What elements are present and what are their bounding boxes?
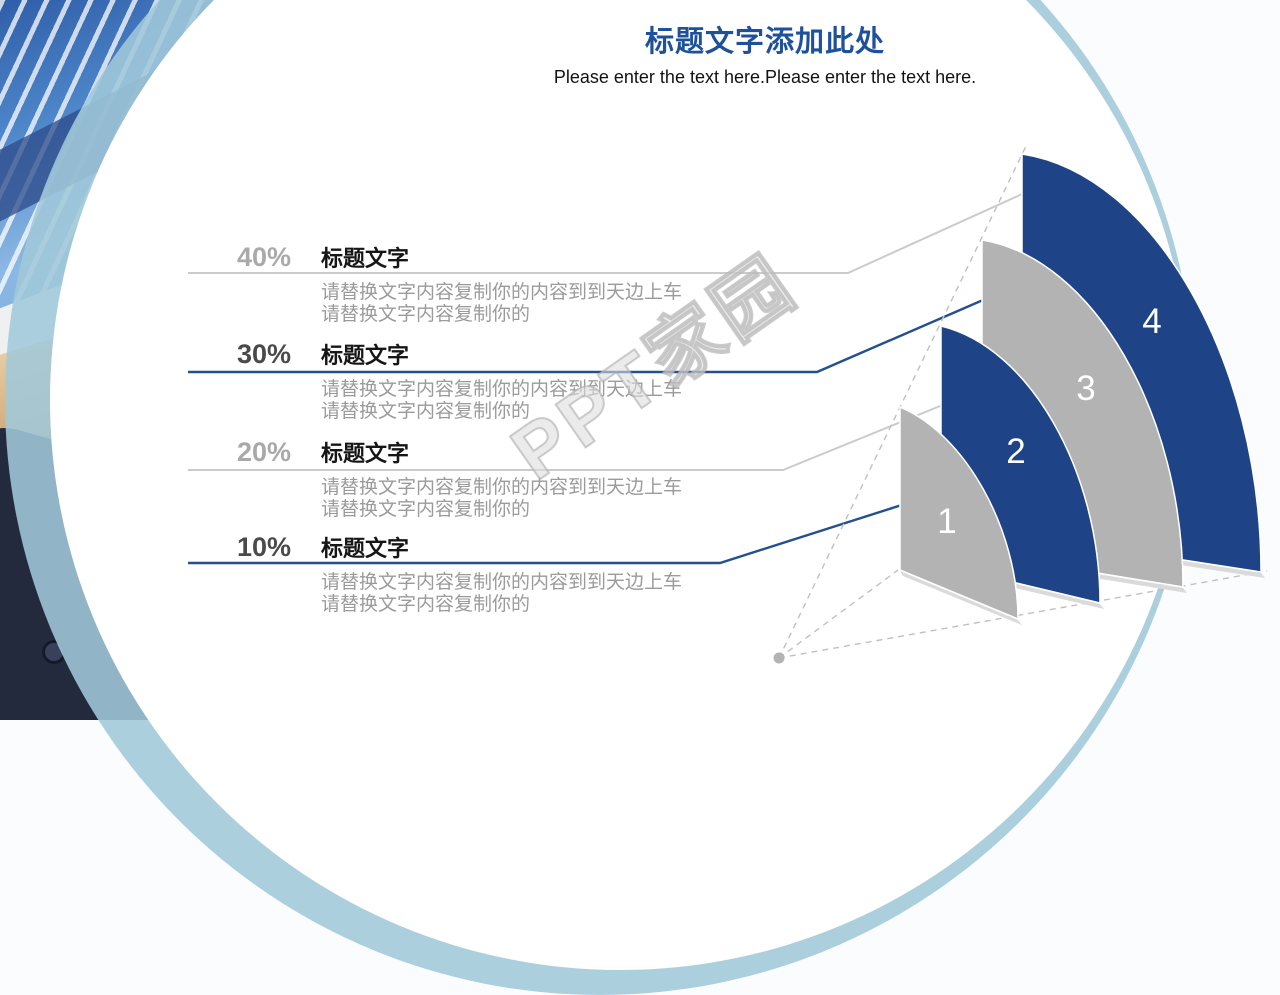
item-desc-line2: 请替换文字内容复制你的 — [321, 401, 531, 422]
ray-to-bottom-corners — [778, 570, 1268, 659]
connector-line-10 — [188, 501, 909, 565]
item-percent: 10% — [236, 532, 291, 562]
ray-to-tips — [778, 145, 1027, 659]
item-title: 标题文字 — [321, 536, 410, 561]
ray-to-base — [778, 569, 899, 659]
item-percent: 40% — [236, 242, 291, 272]
page-title: 标题文字添加此处 — [644, 26, 885, 58]
item-desc-line1: 请替换文字内容复制你的内容到到天边上车 — [321, 477, 683, 498]
segment-number-3: 3 — [1076, 369, 1095, 408]
connector-line-30 — [188, 295, 991, 374]
item-head: 30% 标题文字 — [185, 341, 765, 368]
list-item-10: 10% 标题文字 请替换文字内容复制你的内容到到天边上车 请替换文字内容复制你的 — [185, 534, 765, 616]
origin-dot — [773, 652, 785, 664]
segment-number-4: 4 — [1142, 302, 1161, 341]
item-percent: 30% — [236, 339, 291, 369]
page-subtitle: Please enter the text here.Please enter … — [553, 67, 977, 88]
item-head: 20% 标题文字 — [185, 439, 765, 466]
item-description: 请替换文字内容复制你的内容到到天边上车 请替换文字内容复制你的 — [321, 572, 765, 616]
segment-number-1: 1 — [937, 502, 956, 541]
item-percent: 20% — [236, 437, 291, 467]
list-item-20: 20% 标题文字 请替换文字内容复制你的内容到到天边上车 请替换文字内容复制你的 — [185, 439, 765, 521]
list-item-30: 30% 标题文字 请替换文字内容复制你的内容到到天边上车 请替换文字内容复制你的 — [185, 341, 765, 423]
item-desc-line2: 请替换文字内容复制你的 — [321, 594, 531, 615]
list-item-40: 40% 标题文字 请替换文字内容复制你的内容到到天边上车 请替换文字内容复制你的 — [185, 244, 765, 326]
item-head: 40% 标题文字 — [185, 244, 765, 271]
item-desc-line1: 请替换文字内容复制你的内容到到天边上车 — [321, 572, 683, 593]
fan-chart: 1 2 3 4 — [188, 145, 1268, 664]
connector-line-40 — [188, 189, 1032, 274]
item-head: 10% 标题文字 — [185, 534, 765, 561]
item-desc-line2: 请替换文字内容复制你的 — [321, 304, 531, 325]
slide-header: 标题文字添加此处 Please enter the text here.Plea… — [250, 26, 1280, 89]
item-desc-line1: 请替换文字内容复制你的内容到到天边上车 — [321, 379, 683, 400]
item-description: 请替换文字内容复制你的内容到到天边上车 请替换文字内容复制你的 — [321, 282, 765, 326]
item-title: 标题文字 — [321, 343, 410, 368]
item-desc-line2: 请替换文字内容复制你的 — [321, 499, 531, 520]
connector-line-20 — [188, 401, 951, 471]
sail-1 — [899, 405, 1019, 621]
item-description: 请替换文字内容复制你的内容到到天边上车 请替换文字内容复制你的 — [321, 379, 765, 423]
item-desc-line1: 请替换文字内容复制你的内容到到天边上车 — [321, 282, 683, 303]
segment-number-2: 2 — [1006, 432, 1025, 471]
item-description: 请替换文字内容复制你的内容到到天边上车 请替换文字内容复制你的 — [321, 477, 765, 521]
item-title: 标题文字 — [321, 441, 410, 466]
perspective-rays — [778, 145, 1268, 659]
item-title: 标题文字 — [321, 246, 410, 271]
